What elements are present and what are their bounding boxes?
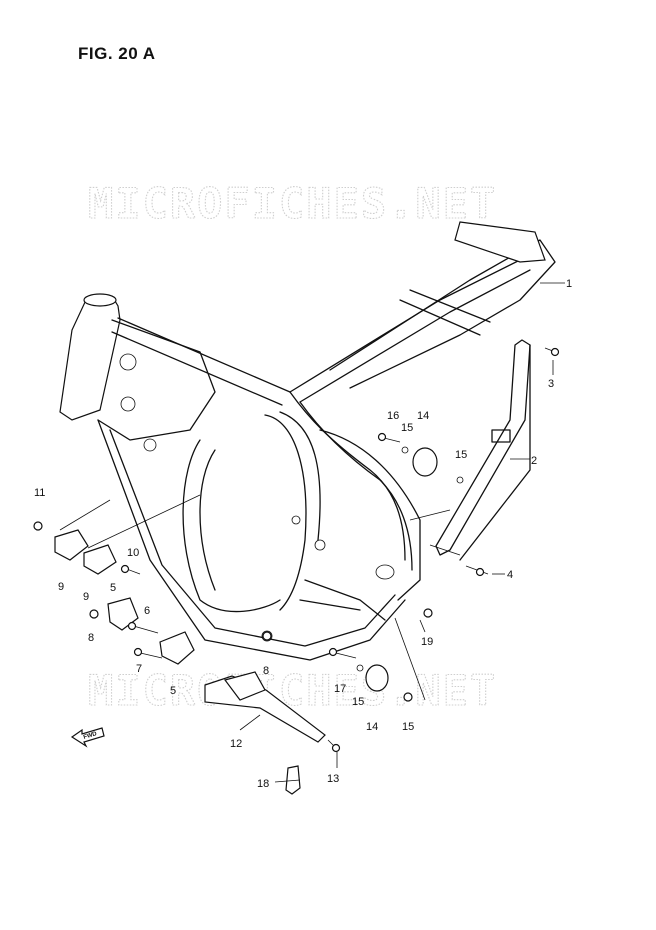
- callout-7: 7: [136, 663, 142, 675]
- callout-16: 16: [387, 410, 399, 422]
- fwd-label: FWD: [83, 731, 98, 741]
- callout-14-a: 14: [417, 410, 429, 422]
- clip-part: [285, 765, 301, 795]
- callout-5-b: 5: [170, 685, 176, 697]
- callout-15-c: 15: [352, 696, 364, 708]
- callout-18: 18: [257, 778, 269, 790]
- callout-5-a: 5: [110, 582, 116, 594]
- damper-upper: [412, 447, 438, 477]
- callout-19: 19: [421, 636, 433, 648]
- callout-15-d: 15: [402, 721, 414, 733]
- leader-lines: [59, 282, 565, 783]
- watermark-bottom: MICROFICHES.NET: [88, 666, 497, 715]
- callout-3: 3: [548, 378, 554, 390]
- callout-2: 2: [531, 455, 537, 467]
- callout-4: 4: [507, 569, 513, 581]
- callout-14-b: 14: [366, 721, 378, 733]
- watermark-top: MICROFICHES.NET: [88, 179, 497, 228]
- main-frame-part: [59, 221, 556, 661]
- bolts: [33, 347, 560, 753]
- skid-plate-part: [204, 671, 326, 743]
- callout-13: 13: [327, 773, 339, 785]
- callout-10: 10: [127, 547, 139, 559]
- callout-12: 12: [230, 738, 242, 750]
- figure-title: FIG. 20 A: [78, 44, 156, 63]
- callout-11: 11: [34, 487, 45, 499]
- callout-9-b: 9: [83, 591, 89, 603]
- callout-15-b: 15: [455, 449, 467, 461]
- callout-17: 17: [334, 683, 346, 695]
- callout-8-a: 8: [88, 632, 94, 644]
- callout-15-a: 15: [401, 422, 413, 434]
- engine-mount-plates: [54, 529, 195, 665]
- rear-frame-part: [435, 339, 531, 561]
- callout-1: 1: [566, 278, 572, 290]
- callout-9-a: 9: [58, 581, 64, 593]
- callout-8-b: 8: [263, 665, 269, 677]
- callout-6: 6: [144, 605, 150, 617]
- fwd-arrow-icon: FWD: [70, 727, 105, 748]
- damper-lower: [365, 664, 389, 692]
